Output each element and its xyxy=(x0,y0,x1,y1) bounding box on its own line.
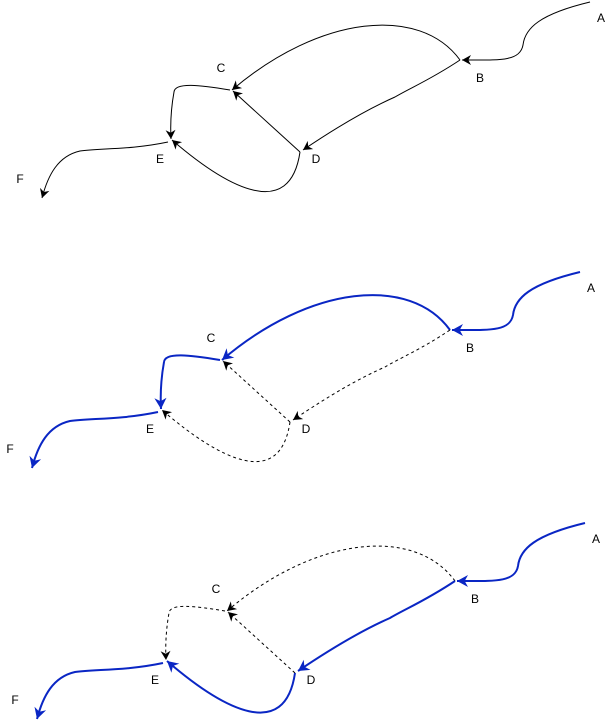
panel-3: A B C D E F xyxy=(11,522,600,720)
arrowhead-icon xyxy=(233,91,243,101)
panel-1: A B C D E F xyxy=(16,1,605,199)
edge-d-c xyxy=(227,611,296,674)
arrowhead-icon xyxy=(29,455,42,468)
edge-d-e xyxy=(171,139,301,193)
node-label-b: B xyxy=(476,71,484,85)
node-label-b: B xyxy=(466,341,474,355)
node-label-c: C xyxy=(212,582,221,596)
node-label-a: A xyxy=(592,532,600,546)
arrowhead-icon xyxy=(160,650,171,660)
arrowhead-icon xyxy=(303,140,314,150)
arrowhead-icon xyxy=(232,80,243,90)
edge-b-c xyxy=(231,24,461,91)
edge-a-b xyxy=(451,271,581,336)
arrowhead-icon xyxy=(162,410,173,420)
node-label-f: F xyxy=(6,442,13,456)
arrowhead-icon xyxy=(293,410,304,420)
edge-b-c xyxy=(221,294,451,361)
edge-e-f xyxy=(29,411,159,469)
arrowhead-icon xyxy=(172,140,183,150)
arrowhead-icon xyxy=(40,187,50,198)
arrowhead-icon xyxy=(167,661,180,673)
node-label-f: F xyxy=(11,693,18,707)
edge-b-d xyxy=(302,59,461,151)
node-label-e: E xyxy=(151,673,159,687)
edge-e-f xyxy=(40,141,169,199)
node-label-d: D xyxy=(312,152,321,166)
arrowhead-icon xyxy=(154,397,167,409)
arrowhead-icon xyxy=(452,324,463,336)
edge-d-e xyxy=(161,409,291,463)
node-label-b: B xyxy=(471,592,479,606)
edge-c-e xyxy=(160,605,226,661)
arrowhead-icon xyxy=(34,706,47,719)
node-label-d: D xyxy=(307,673,316,687)
arrowhead-icon xyxy=(223,361,233,371)
arrowhead-icon xyxy=(462,55,471,65)
node-label-e: E xyxy=(156,152,164,166)
node-label-f: F xyxy=(16,172,23,186)
arrowhead-icon xyxy=(222,348,235,360)
node-label-d: D xyxy=(302,422,311,436)
edge-c-e xyxy=(154,354,221,410)
node-label-c: C xyxy=(207,331,216,345)
edge-d-c xyxy=(232,90,301,153)
edge-a-b xyxy=(456,522,586,587)
edge-e-f xyxy=(34,662,164,720)
edge-d-e xyxy=(166,660,296,714)
arrowhead-icon xyxy=(227,601,238,611)
edge-c-e xyxy=(165,84,231,140)
node-label-e: E xyxy=(146,422,154,436)
node-label-c: C xyxy=(217,61,226,75)
edge-a-b xyxy=(461,1,591,65)
edge-d-c xyxy=(222,360,291,423)
arrowhead-icon xyxy=(228,612,238,622)
panel-2: A B C D E F xyxy=(6,271,595,469)
node-label-a: A xyxy=(587,281,595,295)
arrowhead-icon xyxy=(298,659,311,671)
edge-b-d xyxy=(297,580,456,672)
arrowhead-icon xyxy=(165,129,176,139)
node-label-a: A xyxy=(597,11,605,25)
edge-b-d xyxy=(292,329,451,421)
arrowhead-icon xyxy=(457,575,468,587)
edge-b-c xyxy=(226,545,456,612)
